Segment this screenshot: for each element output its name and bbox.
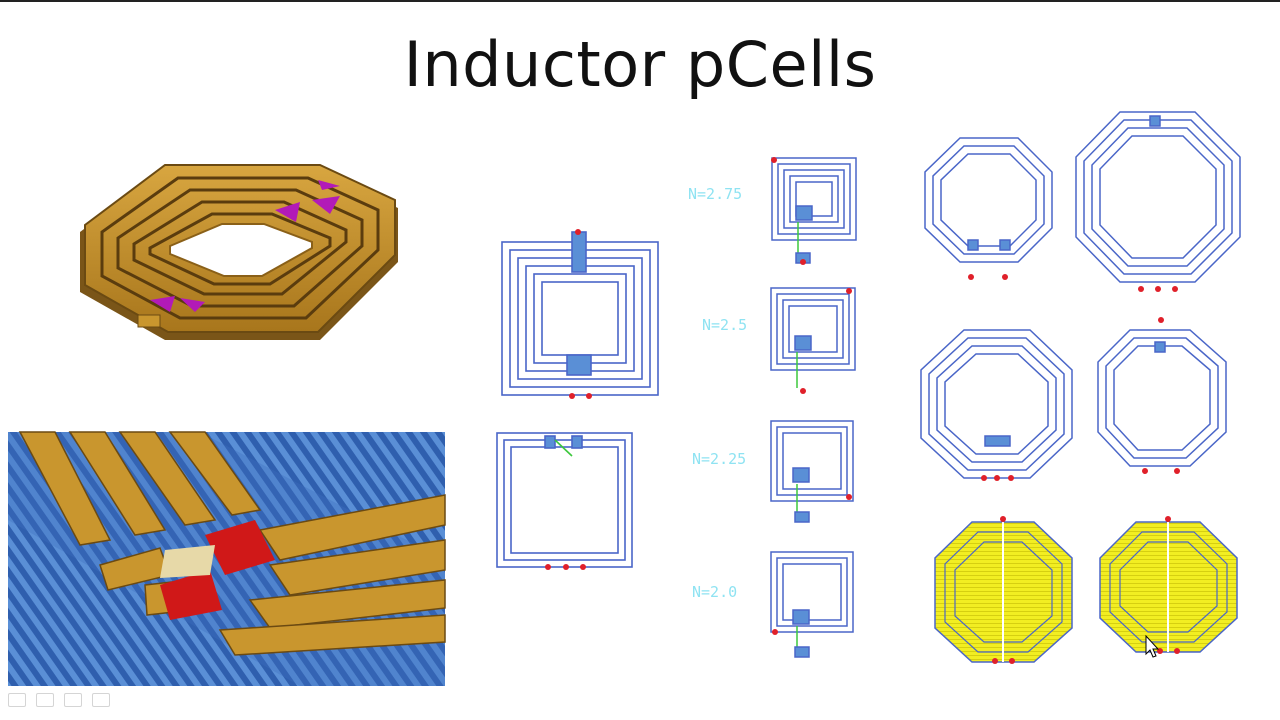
menu-icon[interactable]: [64, 693, 82, 707]
octagon-inductor-filled-2: [1099, 516, 1238, 654]
octagon-inductor-2: [1075, 111, 1241, 292]
slide-title: Inductor pCells: [403, 28, 877, 101]
spiral-n225: [770, 420, 854, 523]
mouse-cursor-icon: [1145, 634, 1160, 658]
top-border: [0, 0, 1280, 2]
spiral-n275: [771, 157, 857, 265]
label-n275: N=2.75: [688, 185, 743, 203]
square-inductor-large: [501, 229, 659, 399]
inductor-3d-render: [80, 164, 398, 340]
octagon-inductor-3: [920, 329, 1073, 481]
pen-icon[interactable]: [36, 693, 54, 707]
octagon-inductor-4: [1097, 317, 1227, 474]
label-n20: N=2.0: [692, 583, 738, 601]
square-inductor-medium: [496, 432, 633, 570]
octagon-inductor-filled-1: [934, 516, 1073, 664]
next-slide-icon[interactable]: [92, 693, 110, 707]
spiral-n25: [770, 287, 856, 394]
slide-toolbar[interactable]: [8, 693, 110, 707]
label-n225: N=2.25: [692, 450, 747, 468]
prev-slide-icon[interactable]: [8, 693, 26, 707]
label-n25: N=2.5: [702, 316, 748, 334]
inductor-closeup-render: [8, 431, 446, 686]
spiral-n20: [770, 551, 854, 658]
octagon-inductor-1: [924, 137, 1053, 280]
